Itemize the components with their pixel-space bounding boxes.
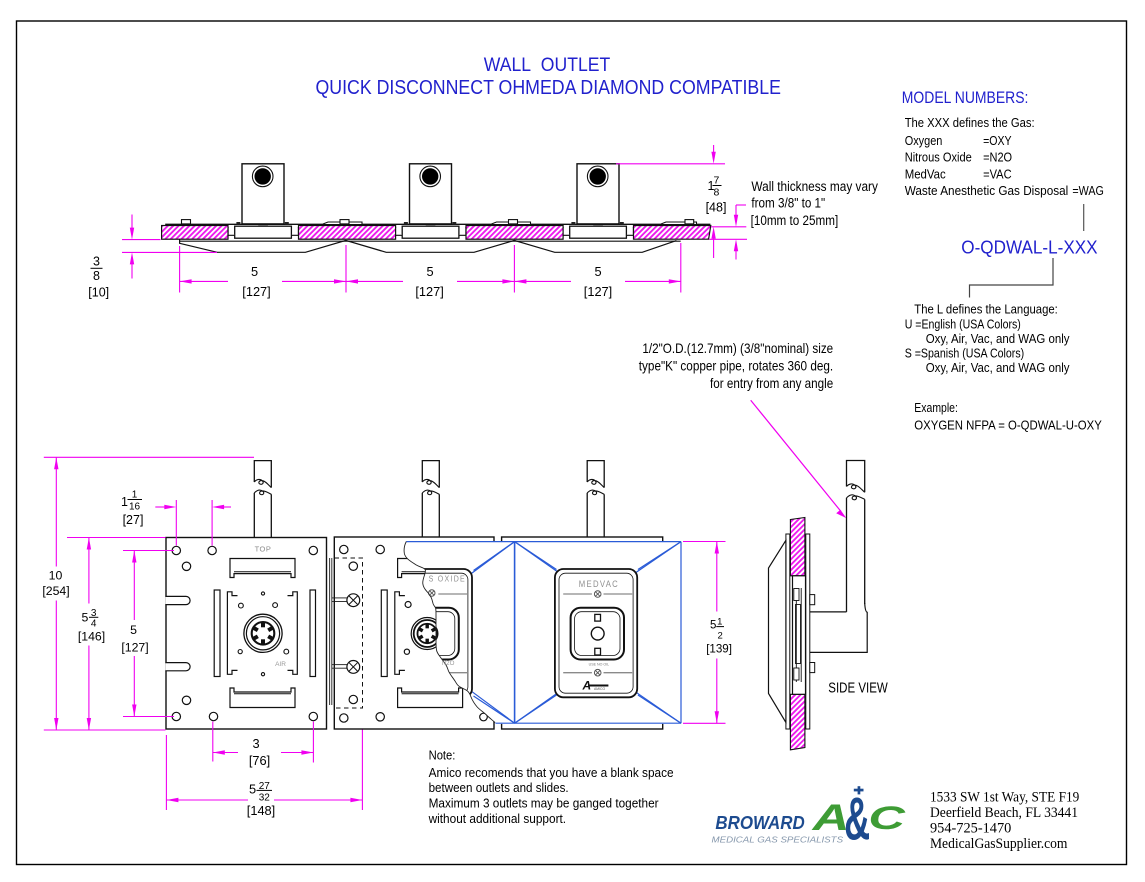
svg-text:8: 8 bbox=[93, 269, 100, 283]
svg-text:N2O: N2O bbox=[442, 660, 455, 667]
svg-text:S =Spanish (USA Colors): S =Spanish (USA Colors) bbox=[905, 346, 1024, 361]
svg-text:=WAG: =WAG bbox=[1072, 183, 1104, 198]
svg-text:3: 3 bbox=[93, 255, 100, 269]
svg-text:MEDVAC: MEDVAC bbox=[579, 579, 619, 590]
svg-text:USE NO OIL: USE NO OIL bbox=[589, 662, 610, 666]
svg-text:1: 1 bbox=[121, 495, 128, 509]
svg-text:Oxy, Air, Vac, and WAG only: Oxy, Air, Vac, and WAG only bbox=[926, 360, 1070, 375]
svg-text:[76]: [76] bbox=[249, 753, 270, 768]
svg-text:A: A bbox=[811, 798, 849, 839]
svg-text:[10]: [10] bbox=[88, 286, 109, 300]
svg-text:Maximum 3 outlets may be gange: Maximum 3 outlets may be ganged together bbox=[429, 796, 660, 811]
svg-text:&: & bbox=[844, 786, 870, 853]
svg-text:5: 5 bbox=[251, 264, 258, 279]
svg-text:BROWARD: BROWARD bbox=[715, 812, 804, 833]
svg-text:5: 5 bbox=[82, 610, 89, 624]
svg-text:AMICO: AMICO bbox=[594, 687, 605, 691]
svg-text:TOP: TOP bbox=[255, 545, 272, 554]
svg-text:5: 5 bbox=[130, 623, 137, 637]
svg-text:=OXY: =OXY bbox=[983, 133, 1012, 148]
svg-text:1: 1 bbox=[132, 490, 138, 501]
svg-text:MedVac: MedVac bbox=[905, 166, 946, 181]
svg-text:C: C bbox=[868, 800, 906, 836]
svg-text:8: 8 bbox=[714, 187, 720, 199]
svg-text:=VAC: =VAC bbox=[983, 166, 1012, 181]
svg-text:U =English (USA Colors): U =English (USA Colors) bbox=[905, 316, 1021, 331]
svg-text:Deerfield Beach, FL 33441: Deerfield Beach, FL 33441 bbox=[930, 805, 1078, 821]
svg-text:[148]: [148] bbox=[247, 803, 275, 818]
svg-text:5: 5 bbox=[249, 781, 256, 796]
svg-text:Note:: Note: bbox=[429, 748, 456, 763]
svg-text:5: 5 bbox=[426, 264, 433, 279]
svg-text:type"K" copper pipe, rotates 3: type"K" copper pipe, rotates 360 deg. bbox=[639, 358, 833, 374]
svg-text:[127]: [127] bbox=[415, 284, 443, 299]
svg-text:Oxygen: Oxygen bbox=[905, 133, 943, 148]
svg-text:WALL OUTLET: WALL OUTLET bbox=[484, 54, 610, 76]
svg-text:QUICK DISCONNECT OHMEDA DIAMON: QUICK DISCONNECT OHMEDA DIAMOND COMPATIB… bbox=[315, 76, 781, 99]
svg-text:Nitrous Oxide: Nitrous Oxide bbox=[905, 150, 972, 165]
svg-text:without additional support.: without additional support. bbox=[428, 811, 566, 826]
svg-text:4: 4 bbox=[91, 618, 97, 629]
svg-text:5: 5 bbox=[710, 620, 716, 632]
svg-text:[10mm to 25mm]: [10mm to 25mm] bbox=[751, 213, 839, 229]
svg-text:AIR: AIR bbox=[275, 661, 286, 668]
svg-text:1: 1 bbox=[717, 617, 722, 628]
svg-text:1/2"O.D.(12.7mm) (3/8"nominal): 1/2"O.D.(12.7mm) (3/8"nominal) size bbox=[642, 340, 833, 356]
svg-text:A: A bbox=[582, 679, 592, 693]
svg-text:954-725-1470: 954-725-1470 bbox=[930, 820, 1011, 836]
svg-text:S OXIDE: S OXIDE bbox=[429, 573, 466, 583]
svg-text:O-QDWAL-L-XXX: O-QDWAL-L-XXX bbox=[961, 236, 1097, 257]
svg-text:The XXX defines the Gas:: The XXX defines the Gas: bbox=[905, 115, 1035, 130]
svg-text:1533 SW 1st Way, STE F19: 1533 SW 1st Way, STE F19 bbox=[930, 790, 1079, 806]
svg-text:[146]: [146] bbox=[78, 630, 105, 644]
svg-text:Oxy, Air, Vac, and WAG only: Oxy, Air, Vac, and WAG only bbox=[926, 331, 1070, 346]
svg-text:7: 7 bbox=[714, 175, 720, 187]
svg-text:1: 1 bbox=[708, 179, 715, 193]
svg-text:5: 5 bbox=[594, 264, 601, 279]
svg-text:[254]: [254] bbox=[42, 584, 69, 598]
svg-text:between outlets and slides.: between outlets and slides. bbox=[429, 780, 569, 795]
svg-text:Amico recomends that you have: Amico recomends that you have a blank sp… bbox=[429, 765, 674, 780]
svg-text:[139]: [139] bbox=[706, 643, 732, 656]
svg-text:MODEL NUMBERS:: MODEL NUMBERS: bbox=[902, 89, 1029, 107]
svg-text:32: 32 bbox=[259, 792, 271, 803]
svg-text:16: 16 bbox=[129, 502, 141, 513]
svg-text:=N2O: =N2O bbox=[983, 150, 1012, 165]
svg-text:Waste Anesthetic Gas Disposal: Waste Anesthetic Gas Disposal bbox=[905, 183, 1069, 198]
svg-text:SIDE VIEW: SIDE VIEW bbox=[828, 681, 888, 697]
svg-text:OXYGEN NFPA = O-QDWAL-U-OXY: OXYGEN NFPA = O-QDWAL-U-OXY bbox=[914, 418, 1102, 433]
svg-text:27: 27 bbox=[259, 781, 271, 792]
svg-text:3: 3 bbox=[91, 608, 97, 619]
svg-text:[48]: [48] bbox=[706, 201, 727, 215]
svg-text:[127]: [127] bbox=[121, 641, 148, 655]
svg-text:3: 3 bbox=[252, 736, 259, 751]
svg-text:[127]: [127] bbox=[242, 284, 270, 299]
svg-text:2: 2 bbox=[718, 630, 723, 641]
svg-text:from 3/8" to 1": from 3/8" to 1" bbox=[751, 196, 825, 212]
svg-text:for entry from any angle: for entry from any angle bbox=[710, 375, 833, 391]
svg-text:The L defines the Language:: The L defines the Language: bbox=[914, 302, 1058, 317]
svg-text:MEDICAL GAS SPECIALISTS: MEDICAL GAS SPECIALISTS bbox=[712, 835, 845, 844]
svg-text:[27]: [27] bbox=[123, 513, 144, 527]
svg-text:MedicalGasSupplier.com: MedicalGasSupplier.com bbox=[930, 836, 1068, 852]
svg-text:Example:: Example: bbox=[914, 400, 958, 415]
svg-text:Wall thickness may vary: Wall thickness may vary bbox=[751, 179, 878, 195]
svg-text:10: 10 bbox=[49, 569, 63, 583]
svg-text:[127]: [127] bbox=[584, 284, 612, 299]
